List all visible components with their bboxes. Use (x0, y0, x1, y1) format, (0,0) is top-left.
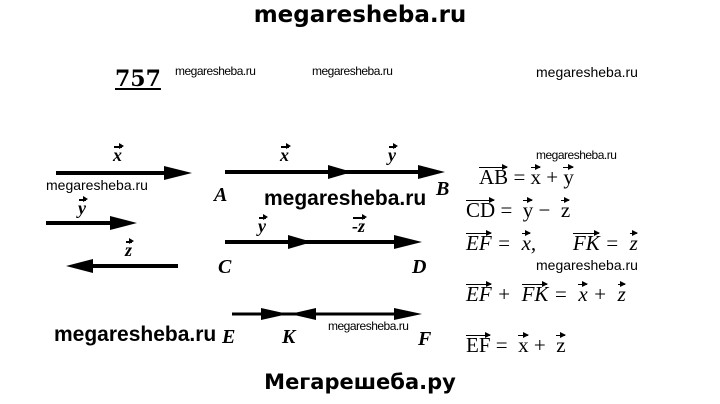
site-title: megaresheba.ru (253, 2, 467, 28)
vector-y-label: y (78, 196, 88, 218)
point-b: B (436, 178, 450, 200)
equation-cd: CD = y − z (466, 197, 571, 222)
point-c: C (218, 256, 232, 278)
vector-x-label: x (113, 143, 124, 165)
point-a: A (214, 184, 228, 206)
watermark: megaresheba.ru (312, 64, 393, 78)
vector-y-label: y (388, 143, 398, 165)
problem-number: 757 (115, 66, 161, 92)
arrow-ekf (232, 308, 422, 320)
arrow-x (56, 166, 192, 180)
watermark: megaresheba.ru (536, 64, 638, 80)
watermark: megaresheba.ru (536, 257, 638, 273)
vector-z-label: z (125, 238, 135, 260)
point-d: D (412, 256, 427, 278)
point-e: E (222, 326, 236, 348)
footer-site-title: Мегарешеба.ру (264, 370, 456, 394)
equation-ef-result: EF = x + z (466, 332, 566, 357)
vector-x-label: x (280, 143, 291, 165)
vector-y-label: y (258, 214, 268, 236)
watermark: megaresheba.ru (328, 319, 409, 333)
equation-sum: EF + FK = x + z (466, 281, 626, 306)
watermark-bold: megaresheba.ru (264, 187, 427, 210)
vector-neg-z-label: -z (352, 214, 367, 236)
watermark: megaresheba.ru (536, 148, 617, 162)
point-k: K (282, 326, 296, 348)
watermark: megaresheba.ru (46, 177, 148, 193)
equation-ef-fk: EF = x, FK = z (466, 230, 639, 255)
watermark-bold: megaresheba.ru (54, 323, 217, 346)
arrow-cd (225, 235, 422, 249)
equation-ab: AB = x + y (479, 164, 574, 189)
point-f: F (418, 328, 432, 350)
arrow-ab (225, 165, 445, 179)
arrow-z (66, 259, 178, 273)
watermark: megaresheba.ru (175, 64, 256, 78)
arrow-y (46, 216, 137, 230)
